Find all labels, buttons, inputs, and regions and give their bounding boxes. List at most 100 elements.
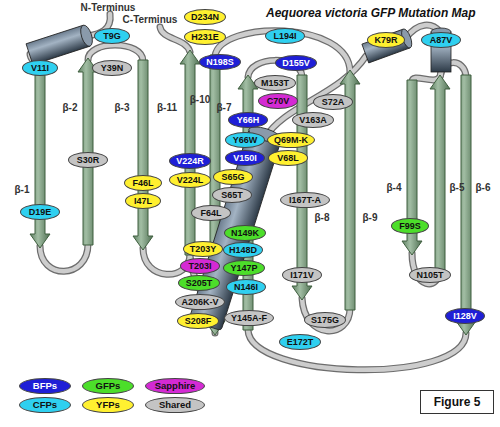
mutation-label: Y66H (237, 116, 260, 125)
legend-swatch: Shared (145, 397, 205, 413)
mutation-oval: I128V (445, 308, 485, 324)
legend-text: YFPs (96, 400, 120, 410)
strand-label: β-2 (63, 103, 78, 113)
mutation-oval: V224R (169, 153, 211, 169)
legend-swatch: GFPs (82, 378, 134, 394)
mutation-label: S175G (311, 316, 339, 325)
beta-strand (133, 60, 153, 250)
mutation-label: I167T-A (289, 196, 321, 205)
mutation-label: V163A (299, 116, 327, 125)
mutation-label: D155V (282, 59, 310, 68)
mutation-oval: S65T (212, 187, 252, 203)
strand-label: β-5 (450, 183, 465, 193)
mutation-label: T203I (188, 262, 211, 271)
mutation-oval: E172T (279, 334, 321, 350)
mutation-label: V150I (233, 154, 257, 163)
legend-swatch: BFPs (19, 378, 71, 394)
mutation-oval: Y39N (92, 60, 132, 76)
figure-caption: Figure 5 (420, 390, 494, 414)
mutation-label: Y66W (233, 136, 258, 145)
mutation-oval: Y66H (228, 112, 268, 128)
mutation-label: V224L (177, 176, 204, 185)
mutation-oval: Y147P (223, 260, 265, 276)
mutation-label: C70V (267, 97, 290, 106)
mutation-oval: Q69M-K (267, 132, 315, 148)
loop-outline (30, 14, 466, 370)
strand-label: β-3 (115, 103, 130, 113)
mutation-label: Y145A-F (231, 314, 267, 323)
mutation-label: N149K (231, 229, 259, 238)
mutation-oval: F99S (391, 218, 429, 234)
mutation-oval: I167T-A (280, 192, 330, 208)
strand-label: β-7 (217, 103, 232, 113)
mutation-label: T203Y (190, 245, 217, 254)
mutation-oval: D19E (20, 204, 60, 220)
mutation-oval: H148D (223, 242, 263, 258)
legend-text: Sapphire (155, 381, 196, 391)
mutation-oval: N105T (409, 267, 451, 283)
mutation-oval: F64L (191, 205, 231, 221)
mutation-label: A206K-V (181, 298, 218, 307)
mutation-label: D234N (191, 13, 219, 22)
strand-label: β-1 (15, 185, 30, 195)
mutation-label: I47L (134, 197, 152, 206)
mutation-oval: C70V (258, 93, 298, 109)
legend-text: CFPs (33, 400, 57, 410)
mutation-label: Y147P (230, 264, 257, 273)
loop-tube (30, 14, 466, 370)
mutation-oval: D155V (275, 55, 317, 71)
strand-label: β-10 (190, 95, 211, 105)
beta-strand (30, 75, 50, 248)
mutation-label: F64L (200, 209, 221, 218)
mutation-label: T9G (103, 32, 121, 41)
mutation-oval: Y145A-F (224, 310, 274, 326)
mutation-label: S65T (221, 191, 243, 200)
mutation-label: S65G (221, 173, 244, 182)
mutation-label: S72A (322, 98, 345, 107)
mutation-label: H231E (191, 33, 219, 42)
mutation-oval: A87V (421, 32, 461, 48)
mutation-label: N146I (234, 283, 258, 292)
strand-label: β-9 (363, 213, 378, 223)
legend-swatch: CFPs (19, 397, 71, 413)
mutation-oval: V163A (292, 112, 334, 128)
mutation-label: E172T (287, 338, 314, 347)
mutation-oval: T203I (180, 258, 220, 274)
legend-swatch: YFPs (82, 397, 134, 413)
mutation-label: N198S (206, 58, 234, 67)
mutation-label: V224R (176, 157, 204, 166)
mutation-label: V68L (277, 154, 299, 163)
mutation-oval: V150I (225, 150, 265, 166)
strand-label: β-4 (387, 183, 402, 193)
beta-strand (430, 75, 450, 270)
mutation-oval: V68L (268, 150, 308, 166)
beta-strand (456, 75, 476, 335)
mutation-oval: L194I (265, 28, 305, 44)
mutation-oval: S30R (68, 152, 108, 168)
mutation-label: N105T (416, 271, 443, 280)
strand-label: β-8 (315, 213, 330, 223)
mutation-oval: N146I (226, 279, 266, 295)
mutation-oval: N198S (199, 54, 241, 70)
diagram-title: Aequorea victoria GFP Mutation Map (266, 6, 476, 20)
helix-cap (78, 24, 94, 48)
legend-text: GFPs (96, 381, 121, 391)
mutation-oval: I47L (125, 193, 161, 209)
legend-text: BFPs (33, 381, 57, 391)
legend-text: Shared (159, 400, 191, 410)
mutation-oval: S205T (178, 275, 220, 291)
mutation-oval: S175G (304, 312, 346, 328)
mutation-oval: S72A (313, 94, 353, 110)
mutation-label: I128V (453, 312, 477, 321)
mutation-label: F46L (132, 179, 153, 188)
mutation-oval: K79R (367, 32, 405, 48)
mutation-label: H148D (229, 246, 257, 255)
mutation-label: Q69M-K (274, 136, 308, 145)
mutation-oval: V11I (22, 60, 58, 76)
mutation-label: V11I (31, 64, 49, 73)
mutation-oval: A206K-V (175, 294, 225, 310)
mutation-oval: D234N (184, 9, 226, 25)
mutation-label: D19E (29, 208, 52, 217)
